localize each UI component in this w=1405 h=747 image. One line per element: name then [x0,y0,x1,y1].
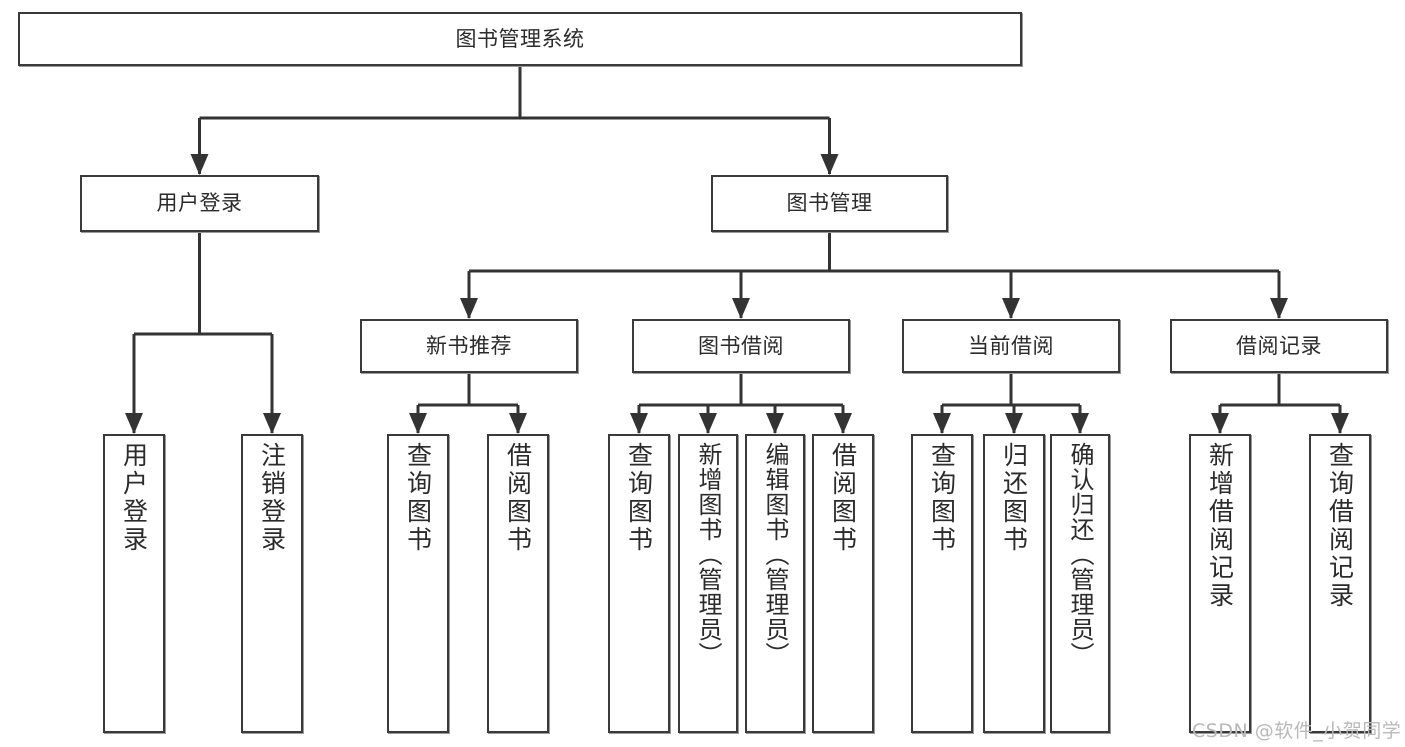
node-label: 借阅图书 [828,442,858,554]
arrowhead [834,413,852,434]
node-label: 图书管理系统 [455,26,585,51]
node-label: 新书推荐 [426,333,512,358]
node-label: 查询图书 [624,442,654,554]
node-leaf-query-record[interactable]: 查询借阅记录 [1309,434,1371,733]
node-label: 编辑图书（管理员） [761,442,789,667]
node-label: 新增借阅记录 [1205,442,1235,610]
node-label: 图书管理 [786,191,873,216]
node-leaf-add-book[interactable]: 新增图书（管理员） [678,434,738,733]
node-label: 查询图书 [403,442,433,554]
node-label: 注销登录 [257,442,287,554]
node-label: 查询借阅记录 [1325,442,1355,610]
arrowhead [263,413,281,434]
node-leaf-confirm-return[interactable]: 确认归还（管理员） [1050,434,1110,733]
node-label: 用户登录 [156,191,243,216]
arrowhead [460,298,478,319]
node-label: 借阅图书 [503,442,533,554]
arrowhead [1270,298,1288,319]
arrowhead [1005,413,1023,434]
arrowhead [509,413,527,434]
node-leaf-add-record[interactable]: 新增借阅记录 [1189,434,1251,733]
arrowhead [409,413,427,434]
arrowhead [1331,413,1349,434]
node-label: 借阅记录 [1236,333,1322,358]
node-user-login[interactable]: 用户登录 [80,175,319,232]
arrowhead [125,413,143,434]
node-label: 查询图书 [927,442,957,554]
node-root[interactable]: 图书管理系统 [18,12,1022,66]
node-leaf-query-book-1[interactable]: 查询图书 [387,434,449,733]
node-leaf-logout[interactable]: 注销登录 [241,434,303,733]
node-borrow-record[interactable]: 借阅记录 [1170,319,1388,373]
arrowhead [933,413,951,434]
arrowhead [820,154,839,175]
node-leaf-user-login[interactable]: 用户登录 [103,434,165,733]
node-leaf-borrow-book-2[interactable]: 借阅图书 [812,434,874,733]
node-label: 归还图书 [999,442,1029,554]
node-label: 当前借阅 [968,333,1054,358]
node-label: 用户登录 [119,442,149,554]
node-label: 确认归还（管理员） [1066,442,1094,667]
arrowhead [1211,413,1229,434]
node-leaf-borrow-book-1[interactable]: 借阅图书 [487,434,549,733]
node-leaf-query-book-3[interactable]: 查询图书 [911,434,973,733]
node-book-manage[interactable]: 图书管理 [711,175,948,232]
arrowhead [1071,413,1089,434]
arrowhead [190,154,209,175]
node-book-borrow[interactable]: 图书借阅 [632,319,850,373]
connector-lines [125,66,1349,434]
node-leaf-query-book-2[interactable]: 查询图书 [608,434,670,733]
node-leaf-return-book[interactable]: 归还图书 [983,434,1045,733]
node-new-book-rec[interactable]: 新书推荐 [360,319,578,373]
arrowhead [766,413,784,434]
node-leaf-edit-book[interactable]: 编辑图书（管理员） [745,434,805,733]
node-label: 新增图书（管理员） [694,442,722,667]
node-label: 图书借阅 [698,333,784,358]
node-current-borrow[interactable]: 当前借阅 [902,319,1120,373]
arrowhead [630,413,648,434]
arrowhead [699,413,717,434]
arrowhead [1002,298,1020,319]
arrowhead [732,298,750,319]
